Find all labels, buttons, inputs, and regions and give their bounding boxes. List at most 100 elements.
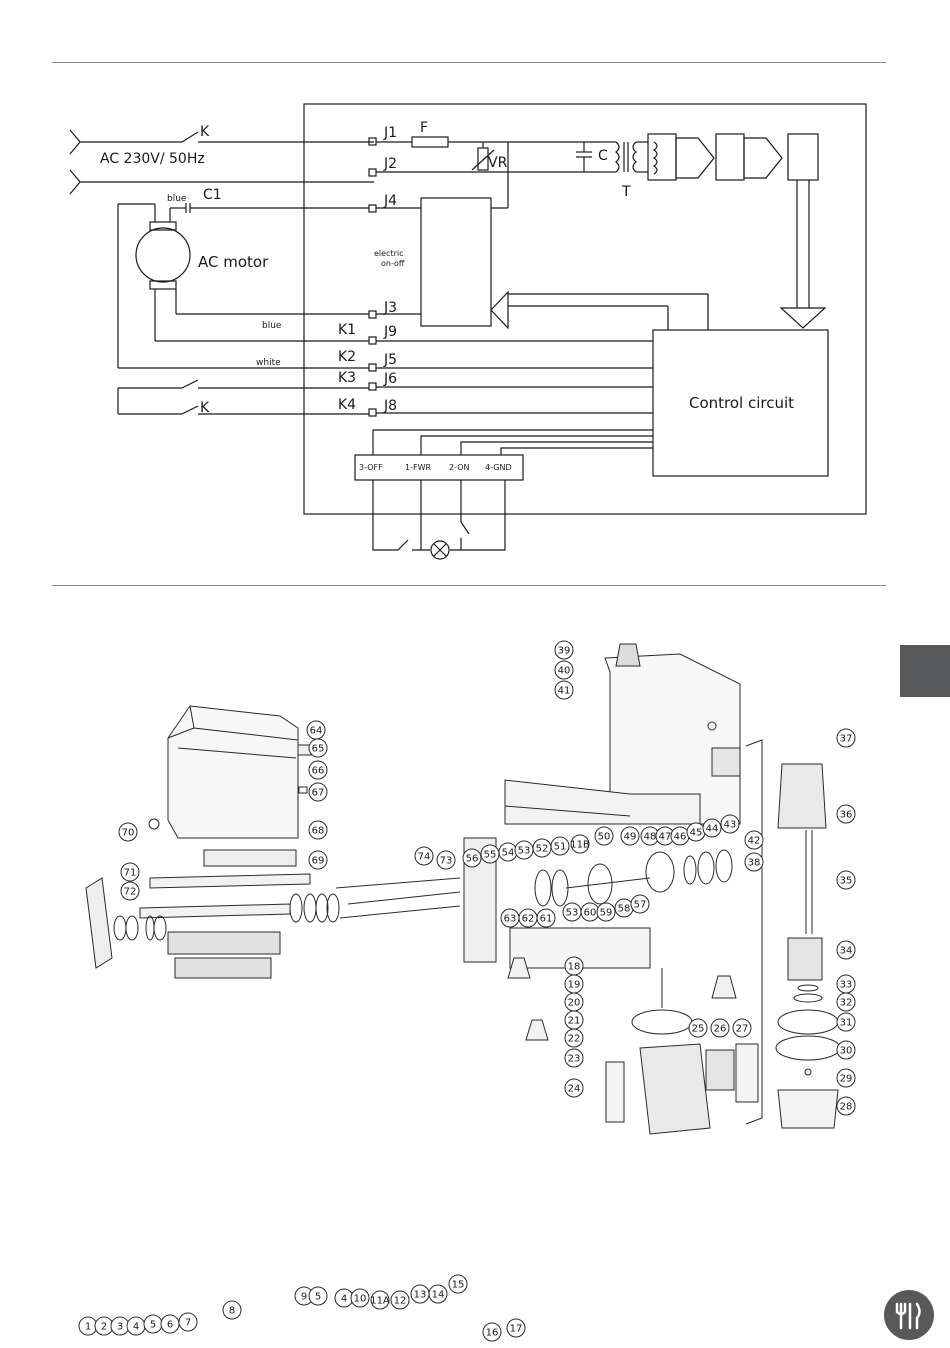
part-callout-17-l18: 17 — [510, 1324, 523, 1335]
part-callout-28-r19: 28 — [840, 1102, 853, 1113]
ac-motor-symbol — [135, 227, 191, 283]
part-callout-16-l17-circle — [482, 1322, 502, 1342]
part-callout-34-r13-circle — [836, 940, 856, 960]
part-callout-54-l40: 54 — [502, 848, 515, 859]
label-electric: electric — [374, 249, 404, 258]
section-tab — [900, 645, 950, 697]
part-callout-55-l39: 55 — [484, 850, 497, 861]
part-callout-70-l33: 70 — [122, 828, 135, 839]
part-callout-22-r4: 22 — [568, 1034, 581, 1045]
varistor — [477, 147, 489, 171]
part-callout-44-l51-circle — [702, 818, 722, 838]
part-callout-19-r1: 19 — [568, 980, 581, 991]
part-callout-10-l11-circle — [350, 1288, 370, 1308]
electric-onoff-box — [420, 197, 492, 327]
part-callout-6-l5: 6 — [167, 1320, 173, 1331]
part-callout-4-l3: 4 — [133, 1322, 139, 1333]
part-callout-72-l35: 72 — [124, 887, 137, 898]
part-callout-58-l25: 58 — [618, 904, 631, 915]
part-callout-61-l21-circle — [536, 908, 556, 928]
label-j8: J8 — [383, 398, 397, 414]
label-pin-on: 2-ON — [449, 463, 469, 472]
part-callout-5-l4: 5 — [150, 1320, 156, 1331]
part-callout-28-r19-circle — [836, 1096, 856, 1116]
label-k: K — [200, 400, 210, 416]
part-callout-30-r17-circle — [836, 1040, 856, 1060]
part-callout-32-r15: 32 — [840, 998, 853, 1009]
part-callout-24-r6-circle — [564, 1078, 584, 1098]
part-callout-34-r13: 34 — [840, 946, 853, 957]
part-callout-27-r9: 27 — [736, 1024, 749, 1035]
part-callout-43-l52-circle — [720, 814, 740, 834]
part-callout-21-r3: 21 — [568, 1016, 581, 1027]
part-callout-53-l22: 53 — [566, 908, 579, 919]
part-callout-39-l55-circle — [554, 640, 574, 660]
part-callout-12-l13-circle — [390, 1290, 410, 1310]
part-callout-44-l51: 44 — [706, 824, 719, 835]
part-callout-69-l32-circle — [308, 850, 328, 870]
label-k1: K1 — [338, 322, 356, 338]
part-callout-42-l53: 42 — [748, 836, 761, 847]
part-callout-51-l43: 51 — [554, 842, 567, 853]
part-callout-65-l28-circle — [308, 738, 328, 758]
part-callout-67-l30-circle — [308, 782, 328, 802]
part-callout-14-l15: 14 — [432, 1290, 445, 1301]
part-callout-37-r10-circle — [836, 728, 856, 748]
part-callout-56-l38-circle — [462, 848, 482, 868]
part-callout-69-l32: 69 — [312, 856, 325, 867]
part-callout-49-l46: 49 — [624, 832, 637, 843]
part-callout-36-r11-circle — [836, 804, 856, 824]
part-callout-40-l56-circle — [554, 660, 574, 680]
part-callout-57-l26: 57 — [634, 900, 647, 911]
label-j3: J3 — [383, 300, 397, 316]
part-callout-52-l42: 52 — [536, 844, 549, 855]
base-unit — [504, 643, 741, 825]
label-ac-motor: AC motor — [198, 253, 269, 271]
part-callout-7-l6-circle — [178, 1312, 198, 1332]
part-callout-16-l17: 16 — [486, 1328, 499, 1339]
part-callout-20-r2: 20 — [568, 998, 581, 1009]
top-rule — [52, 62, 886, 63]
control-circuit-box — [652, 329, 829, 477]
part-callout-68-l31: 68 — [312, 826, 325, 837]
part-callout-5-l9: 5 — [315, 1292, 321, 1303]
label-j4: J4 — [383, 193, 397, 209]
label-supply: AC 230V/ 50Hz — [100, 151, 205, 167]
label-j5: J5 — [383, 352, 397, 368]
part-callout-18-r0: 18 — [568, 962, 581, 973]
label-pin-gnd: 4-GND — [485, 463, 512, 472]
part-callout-73-l36: 73 — [440, 856, 453, 867]
part-callout-37-r10: 37 — [840, 734, 853, 745]
part-callout-45-l50: 45 — [690, 828, 703, 839]
part-callout-42-l53-circle — [744, 830, 764, 850]
part-callout-46-l49: 46 — [674, 832, 687, 843]
label-fuse: F — [420, 120, 428, 136]
lower-motor — [605, 968, 759, 1135]
part-callout-11B-l44-circle — [570, 834, 590, 854]
label-capacitor: C — [598, 148, 608, 164]
label-j6: J6 — [383, 371, 397, 387]
part-callout-70-l33-circle — [118, 822, 138, 842]
part-callout-66-l29-circle — [308, 760, 328, 780]
part-callout-71-l34-circle — [120, 862, 140, 882]
part-callout-11A-l12: 11A — [370, 1296, 390, 1307]
part-callout-22-r4-circle — [564, 1028, 584, 1048]
cutlery-logo-icon — [884, 1290, 934, 1340]
label-control-circuit: Control circuit — [689, 394, 794, 412]
part-callout-30-r17: 30 — [840, 1046, 853, 1057]
label-wire-white: white — [256, 358, 281, 368]
part-callout-8-l7: 8 — [229, 1306, 235, 1317]
part-callout-61-l21: 61 — [540, 914, 553, 925]
part-callout-35-r12: 35 — [840, 876, 853, 887]
connector-block — [354, 454, 524, 481]
label-k4: K4 — [338, 397, 356, 413]
label-j9: J9 — [383, 324, 397, 340]
part-callout-66-l29: 66 — [312, 766, 325, 777]
part-callout-73-l36-circle — [436, 850, 456, 870]
label-k2: K2 — [338, 349, 356, 365]
label-onoff: on-off — [381, 259, 405, 268]
part-callout-71-l34: 71 — [124, 868, 137, 879]
part-callout-29-r18-circle — [836, 1068, 856, 1088]
part-callout-47-l48: 47 — [659, 832, 672, 843]
label-wire-blue: blue — [262, 321, 282, 331]
